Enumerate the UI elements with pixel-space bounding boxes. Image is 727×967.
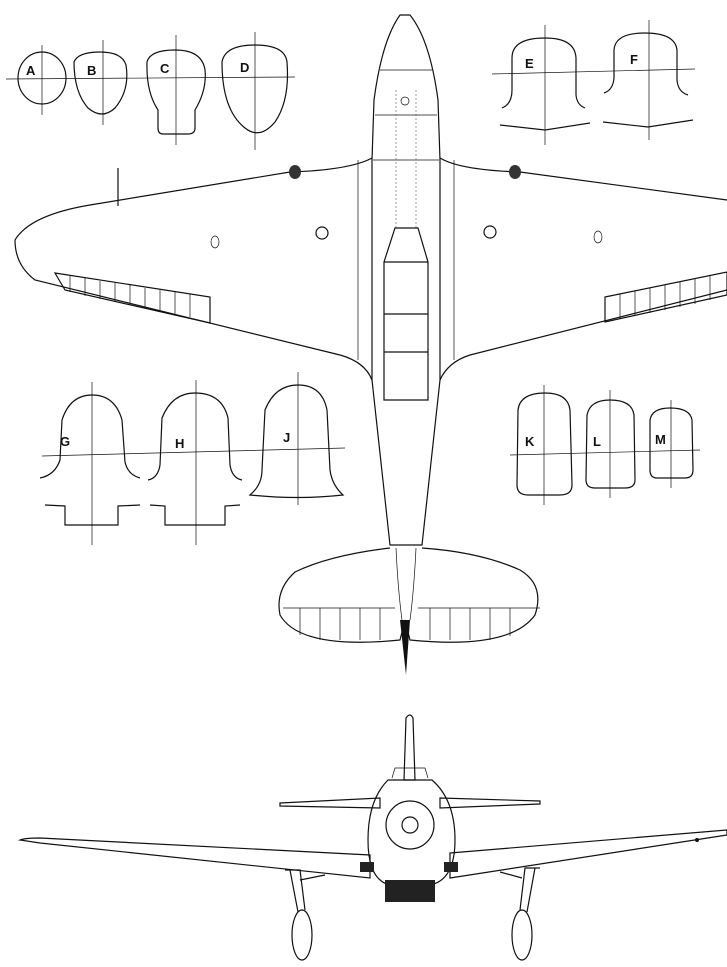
section-d <box>221 44 289 134</box>
left-aileron <box>53 272 211 324</box>
rudder <box>400 620 410 675</box>
right-wheel <box>511 909 533 961</box>
stabilizer-front <box>279 797 541 809</box>
section-label-l: L <box>593 434 601 449</box>
right-wing <box>439 157 727 381</box>
right-aileron <box>604 271 727 323</box>
section-m <box>649 407 694 479</box>
right-wing-front <box>449 829 727 879</box>
section-label-j: J <box>283 430 290 445</box>
left-wheel <box>291 909 313 961</box>
top-view <box>14 14 727 675</box>
section-views-top-right: E F <box>491 20 696 145</box>
section-l <box>585 399 636 489</box>
section-label-c: C <box>160 61 170 76</box>
section-c <box>146 49 206 135</box>
section-label-a: A <box>26 63 36 78</box>
section-k <box>516 392 573 496</box>
fin-front <box>403 714 416 781</box>
section-label-m: M <box>655 432 666 447</box>
section-f <box>603 32 689 96</box>
section-label-f: F <box>630 52 638 67</box>
section-h <box>147 392 243 526</box>
section-views-top-left: A B C D <box>5 32 296 150</box>
section-label-d: D <box>240 60 249 75</box>
section-j <box>248 384 345 499</box>
section-g <box>39 394 141 526</box>
section-label-e: E <box>525 56 534 71</box>
section-views-bottom-left: G H J <box>39 372 346 545</box>
section-views-bottom-right: K L M <box>509 385 701 505</box>
section-label-k: K <box>525 434 535 449</box>
front-view <box>17 714 727 961</box>
section-label-h: H <box>175 436 184 451</box>
fuselage-top <box>371 14 441 546</box>
section-b <box>73 51 128 115</box>
section-label-b: B <box>87 63 96 78</box>
section-label-g: G <box>60 434 70 449</box>
left-wing-front <box>17 837 371 879</box>
left-wing <box>14 157 373 381</box>
